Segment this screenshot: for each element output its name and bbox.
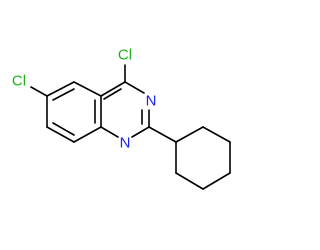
bond-c4-c4a-double [103,88,122,100]
atom-labels: Cl Cl N N [12,47,157,152]
bond-cy4-cy5 [202,172,231,190]
bond-c2-cy1 [148,126,177,143]
bond-c7-c8-double [52,122,75,136]
bond-cy5-cy6 [175,172,204,190]
atom-cl-c6: Cl [12,73,26,90]
atom-n1: N [120,135,131,152]
bond-c4-n3 [124,81,145,94]
bond-c5-c6 [46,81,75,97]
bond-c4-c4a [100,81,126,97]
atom-cl-c4: Cl [118,47,132,64]
bond-c7-c8 [46,126,75,143]
chemical-structure: Cl Cl N N [12,47,231,190]
bond-c2-n1 [131,126,150,138]
bond-c4a-c5 [73,81,102,97]
bond-cy2-cy3 [202,126,231,143]
bond-c6-cl [30,86,48,97]
atom-n3: N [146,93,157,110]
bond-n1-c8a [100,126,119,138]
bonds [30,64,231,190]
bond-cy1-cy2 [175,126,204,143]
bond-c5-c6-double [52,88,75,101]
bond-c8-c8a [73,126,102,143]
